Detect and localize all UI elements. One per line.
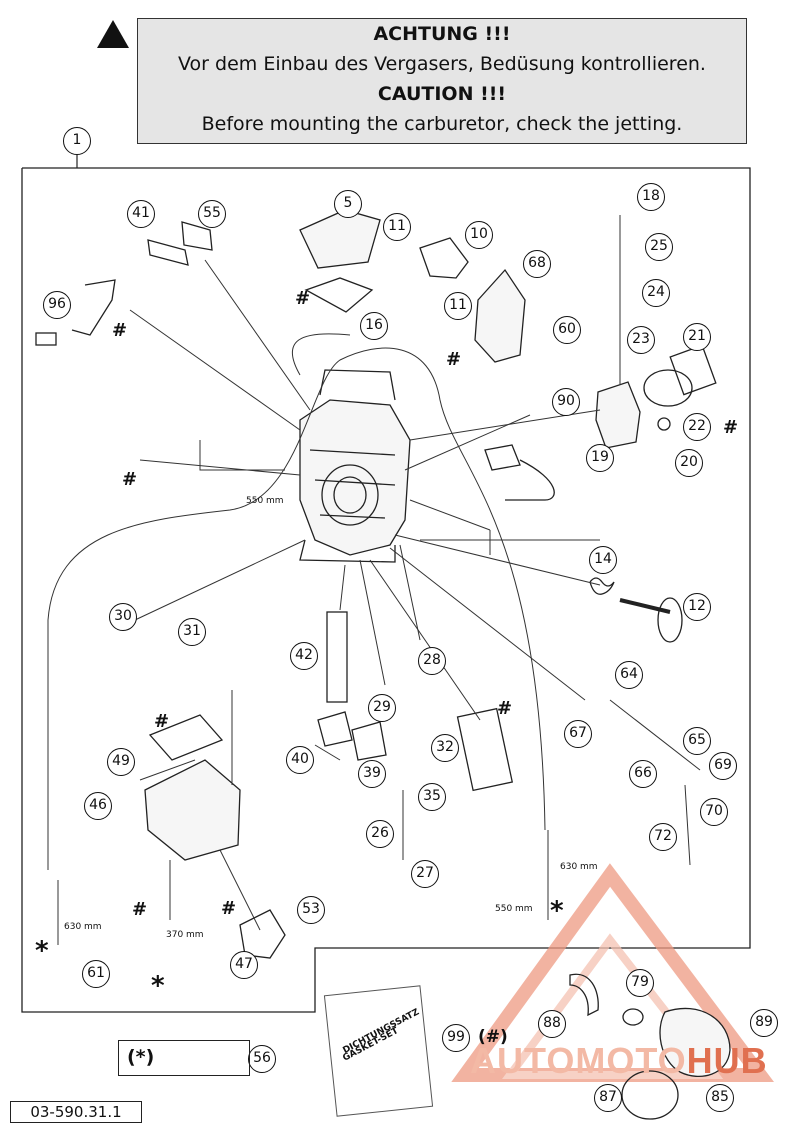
watermark-logo-icon: [451, 863, 774, 1082]
callout-79[interactable]: 79: [626, 969, 654, 997]
star-mark: *: [550, 896, 564, 926]
callout-10[interactable]: 10: [465, 221, 493, 249]
callout-19[interactable]: 19: [586, 444, 614, 472]
warning-triangle-icon: [97, 20, 129, 48]
callout-24[interactable]: 24: [642, 279, 670, 307]
callout-60[interactable]: 60: [553, 316, 581, 344]
callout-25[interactable]: 25: [645, 233, 673, 261]
callout-49[interactable]: 49: [107, 748, 135, 776]
dimension-label: 370 mm: [166, 930, 204, 940]
callout-20[interactable]: 20: [675, 449, 703, 477]
dimension-label: 550 mm: [495, 904, 533, 914]
callout-35[interactable]: 35: [418, 783, 446, 811]
warning-title-en: CAUTION !!!: [377, 83, 507, 105]
callout-39[interactable]: 39: [358, 760, 386, 788]
callout-23[interactable]: 23: [627, 326, 655, 354]
callout-70[interactable]: 70: [700, 798, 728, 826]
warning-box: ACHTUNG !!! Vor dem Einbau des Vergasers…: [137, 18, 747, 144]
callout-46[interactable]: 46: [84, 792, 112, 820]
small-parts-kit-box: (*): [118, 1040, 250, 1076]
callout-72[interactable]: 72: [649, 823, 677, 851]
callout-31[interactable]: 31: [178, 618, 206, 646]
dimension-label: 630 mm: [64, 922, 102, 932]
callout-18[interactable]: 18: [637, 183, 665, 211]
watermark-text: AUTOMOTOHUB: [470, 1040, 768, 1082]
hash-mark: #: [295, 288, 311, 309]
hash-mark: #: [154, 711, 170, 732]
dimension-label: 550 mm: [246, 496, 284, 506]
callout-55[interactable]: 55: [198, 200, 226, 228]
callout-96[interactable]: 96: [43, 291, 71, 319]
gasket-set-card: DICHTUNGSSATZ GASKET-SET: [323, 985, 434, 1117]
callout-90[interactable]: 90: [552, 388, 580, 416]
callout-26[interactable]: 26: [366, 820, 394, 848]
callout-67[interactable]: 67: [564, 720, 592, 748]
callout-30[interactable]: 30: [109, 603, 137, 631]
warning-text-en: Before mounting the carburetor, check th…: [201, 113, 683, 135]
callout-21[interactable]: 21: [683, 323, 711, 351]
callout-64[interactable]: 64: [615, 661, 643, 689]
callout-5[interactable]: 5: [334, 190, 362, 218]
callout-69[interactable]: 69: [709, 752, 737, 780]
watermark-part2: HUB: [686, 1040, 768, 1081]
dimension-label: 630 mm: [560, 862, 598, 872]
callout-28[interactable]: 28: [418, 647, 446, 675]
hash-mark: #: [122, 469, 138, 490]
callout-40[interactable]: 40: [286, 746, 314, 774]
kit-label: (*): [127, 1046, 155, 1068]
callout-29[interactable]: 29: [368, 694, 396, 722]
callout-53[interactable]: 53: [297, 896, 325, 924]
callout-66[interactable]: 66: [629, 760, 657, 788]
callout-88[interactable]: 88: [538, 1010, 566, 1038]
star-mark: *: [151, 971, 165, 1001]
callout-16[interactable]: 16: [360, 312, 388, 340]
callout-85[interactable]: 85: [706, 1084, 734, 1112]
callout-61[interactable]: 61: [82, 960, 110, 988]
hash-mark: #: [446, 349, 462, 370]
callout-27[interactable]: 27: [411, 860, 439, 888]
watermark-part1: AUTOMOTO: [470, 1040, 687, 1081]
reference-code: 03-590.31.1: [10, 1101, 142, 1123]
callout-22[interactable]: 22: [683, 413, 711, 441]
callout-32[interactable]: 32: [431, 734, 459, 762]
callout-42[interactable]: 42: [290, 642, 318, 670]
hash-mark: #: [112, 320, 128, 341]
callout-89[interactable]: 89: [750, 1009, 778, 1037]
hash-mark: #: [723, 417, 739, 438]
callout-47[interactable]: 47: [230, 951, 258, 979]
hash-mark: #: [497, 698, 513, 719]
callout-99[interactable]: 99: [442, 1024, 470, 1052]
callout-11b[interactable]: 11: [444, 292, 472, 320]
callout-41[interactable]: 41: [127, 200, 155, 228]
hash-mark: #: [221, 898, 237, 919]
hash-mark: #: [132, 899, 148, 920]
callout-1[interactable]: 1: [63, 127, 91, 155]
callout-14[interactable]: 14: [589, 546, 617, 574]
callout-65[interactable]: 65: [683, 727, 711, 755]
star-mark: *: [35, 936, 49, 966]
callout-68[interactable]: 68: [523, 250, 551, 278]
warning-text-de: Vor dem Einbau des Vergasers, Bedüsung k…: [178, 53, 706, 75]
callout-87[interactable]: 87: [594, 1084, 622, 1112]
gasket-set-ref: (#): [478, 1027, 508, 1047]
callout-11[interactable]: 11: [383, 213, 411, 241]
warning-title-de: ACHTUNG !!!: [373, 23, 511, 45]
callout-12[interactable]: 12: [683, 593, 711, 621]
callout-56[interactable]: 56: [248, 1045, 276, 1073]
